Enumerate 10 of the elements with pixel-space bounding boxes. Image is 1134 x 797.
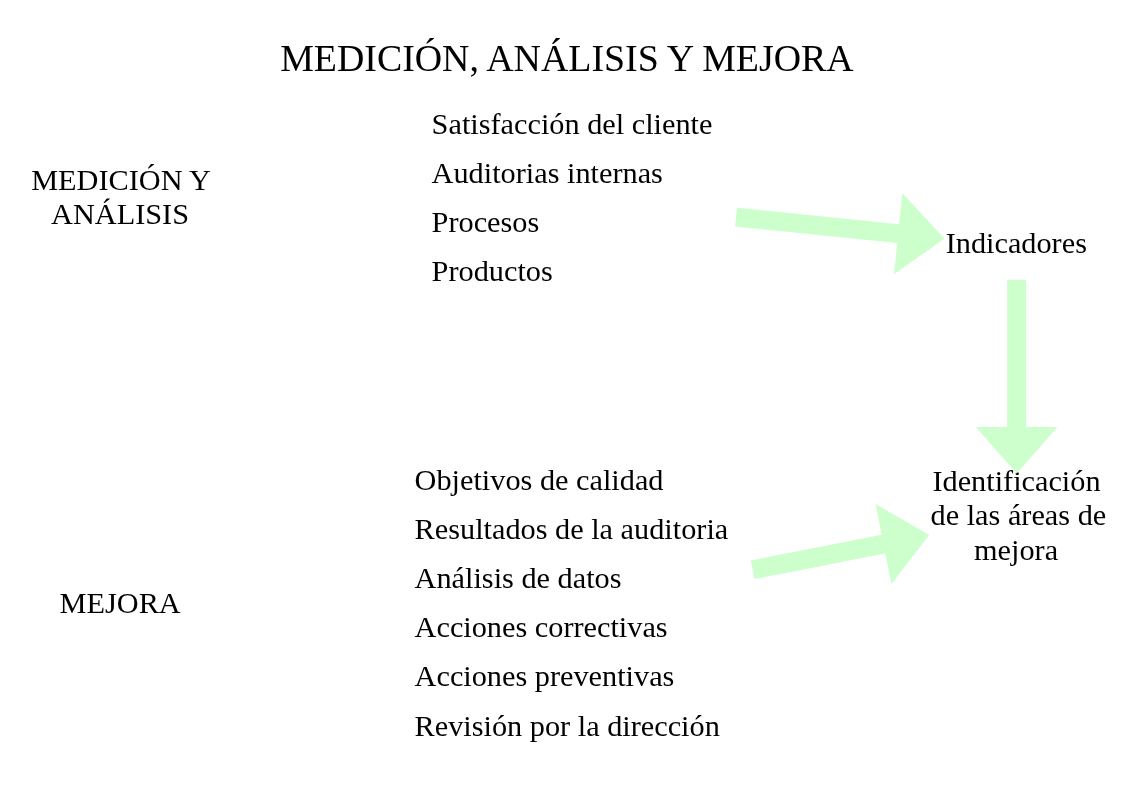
node-text: MEJORA [59,585,181,620]
arrow [735,192,945,274]
node-text: Objetivos de calidad Resultados de la auditoria Análisis de datos Acciones correctivas Acciones preventivas Revisión por la dirección [414,462,729,743]
diagram-title: MEDICIÓN, ANÁLISIS Y MEJORA [280,36,854,79]
node-text: Satisfacción del cliente Auditorias internas Procesos Productos [431,106,713,288]
node-text: MEDICIÓN Y ANÁLISIS [31,162,211,231]
node-text: Identificación de las áreas de mejora [930,463,1107,567]
arrow [975,279,1058,474]
node-text: Indicadores [945,225,1087,260]
arrow [750,503,930,584]
